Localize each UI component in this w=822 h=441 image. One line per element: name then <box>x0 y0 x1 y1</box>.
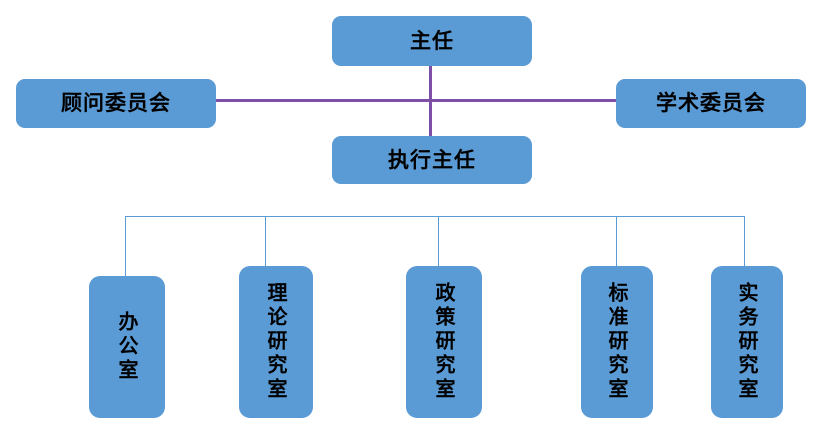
node-executive-director-label: 执行主任 <box>388 146 476 172</box>
node-executive-director[interactable]: 执行主任 <box>332 136 532 184</box>
node-department-policy-label: 政策研究室 <box>432 282 456 402</box>
node-department-office-label: 办公室 <box>115 311 139 383</box>
connector-drop-theory <box>265 216 266 277</box>
node-department-office[interactable]: 办公室 <box>89 276 165 418</box>
node-department-standards-label: 标准研究室 <box>605 282 629 402</box>
node-advisory-committee[interactable]: 顾问委员会 <box>16 79 216 128</box>
connector-drop-policy <box>438 216 439 277</box>
node-department-theory[interactable]: 理论研究室 <box>239 266 313 418</box>
connector-departments-bus <box>125 216 745 217</box>
connector-committees-horizontal <box>214 99 618 102</box>
node-department-standards[interactable]: 标准研究室 <box>581 266 653 418</box>
connector-director-vertical <box>429 64 432 137</box>
node-department-policy[interactable]: 政策研究室 <box>406 266 482 418</box>
node-department-practice[interactable]: 实务研究室 <box>711 266 783 418</box>
node-academic-committee-label: 学术委员会 <box>656 90 766 116</box>
node-advisory-committee-label: 顾问委员会 <box>61 90 171 116</box>
connector-drop-office <box>125 216 126 277</box>
node-director[interactable]: 主任 <box>332 16 532 66</box>
connector-drop-standards <box>616 216 617 277</box>
node-department-theory-label: 理论研究室 <box>264 282 288 402</box>
node-academic-committee[interactable]: 学术委员会 <box>616 79 806 128</box>
connector-drop-practice <box>744 216 745 277</box>
node-director-label: 主任 <box>410 27 454 53</box>
node-department-practice-label: 实务研究室 <box>735 282 759 402</box>
